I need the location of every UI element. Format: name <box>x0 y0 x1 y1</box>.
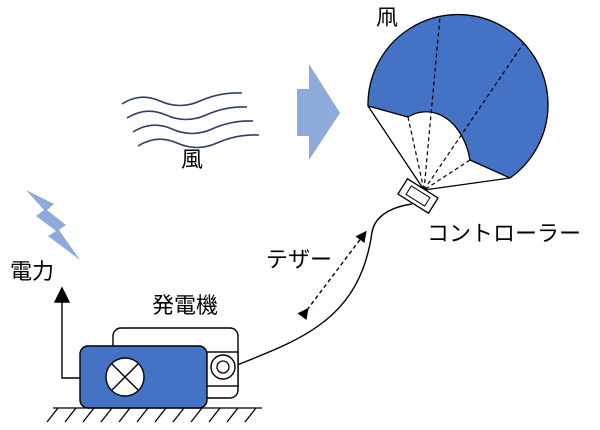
lightning-bolt-icon <box>26 190 80 260</box>
bridle-lines <box>367 105 511 191</box>
bridle-lines-dashed <box>407 16 524 191</box>
wind-label: 風 <box>181 148 204 173</box>
wind-direction-arrow-icon <box>297 64 340 160</box>
wind-lines-icon <box>121 92 260 149</box>
controller-box <box>397 177 439 215</box>
tether-line <box>231 203 413 368</box>
sail-label: 凧 <box>376 6 399 31</box>
power-label: 電力 <box>10 260 55 285</box>
controller-label: コントローラー <box>427 222 582 247</box>
generator-label: 発電機 <box>152 294 219 319</box>
power-output-arrow <box>53 286 80 379</box>
generator-icon <box>79 327 239 409</box>
tether-label: テザー <box>266 248 333 273</box>
tether-length-arrow <box>297 230 367 321</box>
ground <box>46 407 262 423</box>
kite-sail <box>367 13 549 191</box>
